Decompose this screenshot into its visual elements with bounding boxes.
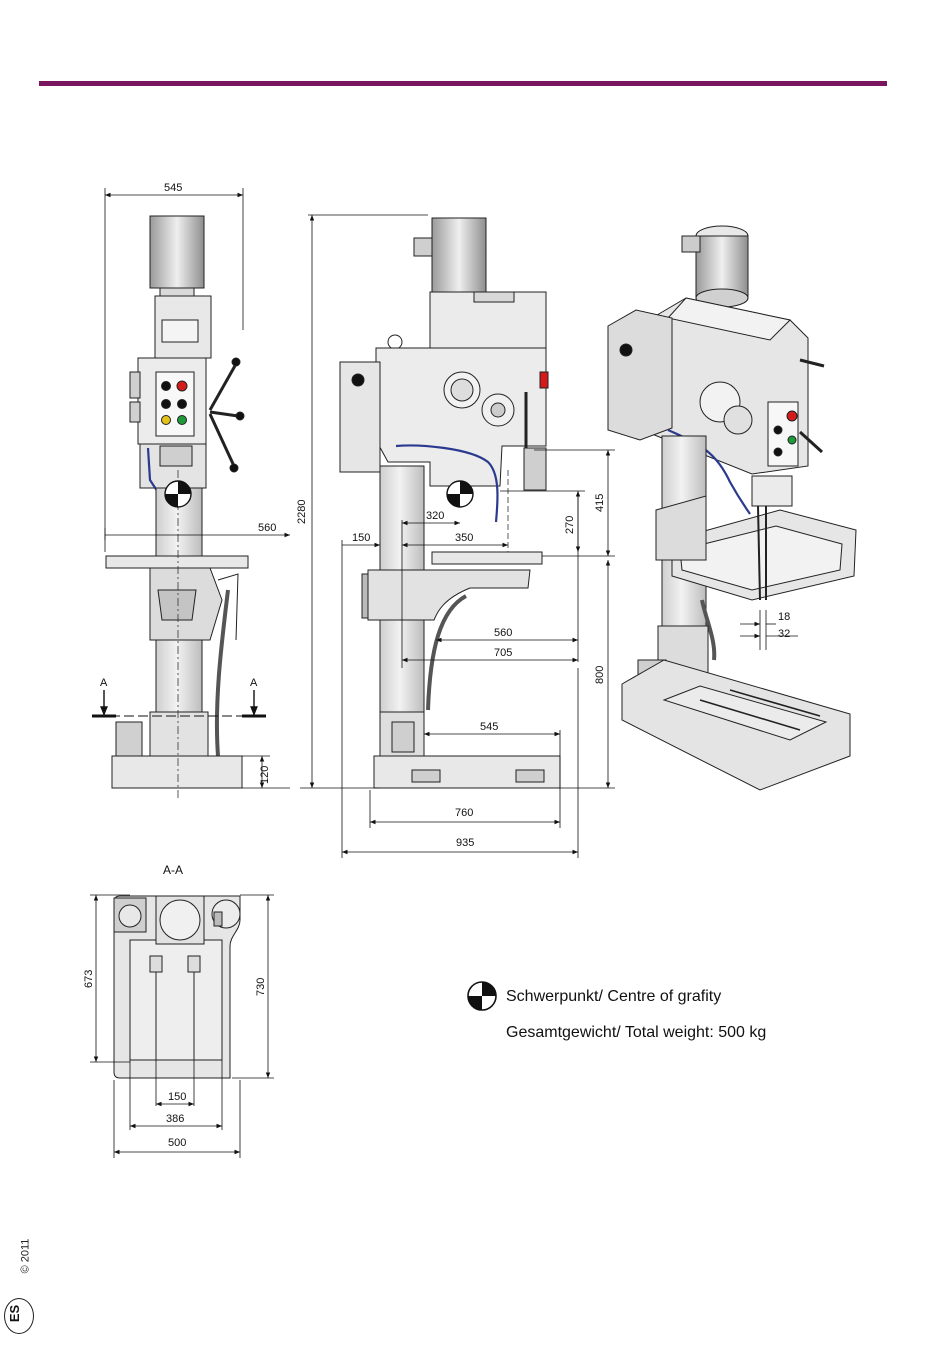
dim-side-2280: 2280 [296, 500, 308, 524]
feed-handle-1 [210, 364, 236, 410]
front-base [112, 756, 242, 788]
dim-section-730: 730 [255, 978, 267, 996]
front-table [106, 556, 248, 568]
dim-side-270: 270 [564, 516, 576, 534]
copyright-notice: © 2011 [0, 1250, 40, 1290]
dim-side-350: 350 [455, 532, 473, 544]
dim-side-560: 560 [494, 627, 512, 639]
button-green [178, 416, 187, 425]
dim-side-760: 760 [455, 807, 473, 819]
dim-front-545: 545 [164, 182, 182, 194]
button-yellow [162, 416, 171, 425]
dim-side-150: 150 [352, 532, 370, 544]
front-cog-symbol [165, 481, 191, 507]
button-black-3 [178, 400, 187, 409]
section-label-a-left: A [100, 677, 108, 689]
side-view [340, 218, 560, 788]
dim-side-935: 935 [456, 837, 474, 849]
dim-side-320: 320 [426, 510, 444, 522]
dim-side-545: 545 [480, 721, 498, 733]
side-table [432, 552, 542, 564]
front-view [92, 216, 266, 800]
dim-iso-18: 18 [778, 611, 790, 623]
dim-section-673: 673 [83, 970, 95, 988]
side-cog-symbol [447, 481, 473, 507]
button-black-2 [162, 400, 171, 409]
front-hose [217, 590, 228, 756]
legend-weight-label: Gesamtgewicht/ Total weight: 500 kg [506, 1024, 766, 1042]
side-motor [432, 218, 486, 294]
section-title: A-A [163, 863, 183, 877]
button-black-1 [162, 382, 171, 391]
dim-iso-32: 32 [778, 628, 790, 640]
side-head [376, 348, 546, 486]
dim-section-150: 150 [168, 1091, 186, 1103]
section-view [114, 896, 240, 1078]
legend-cog-label: Schwerpunkt/ Centre of grafity [506, 988, 721, 1006]
front-motor [150, 216, 204, 288]
copyright-text: © 2011 [19, 1239, 31, 1274]
section-label-a-right: A [250, 677, 258, 689]
section-column-circle [160, 900, 200, 940]
dim-front-560: 560 [258, 522, 276, 534]
section-tslot-left [150, 956, 162, 972]
dim-side-705: 705 [494, 647, 512, 659]
button-red [177, 381, 187, 391]
dim-front-120: 120 [259, 766, 271, 784]
dim-side-800: 800 [594, 666, 606, 684]
es-badge-text: ES [7, 1305, 22, 1322]
dim-section-500: 500 [168, 1137, 186, 1149]
iso-view [608, 226, 856, 790]
feed-handle-2 [210, 412, 238, 416]
iso-electrical-box [608, 310, 672, 440]
es-logo-badge: ES [4, 1298, 34, 1334]
dim-section-386: 386 [166, 1113, 184, 1125]
section-tslot-right [188, 956, 200, 972]
legend-cog-icon [468, 982, 496, 1010]
feed-handle-3 [210, 414, 234, 466]
dim-side-415: 415 [594, 494, 606, 512]
coolant-pump [116, 722, 142, 756]
